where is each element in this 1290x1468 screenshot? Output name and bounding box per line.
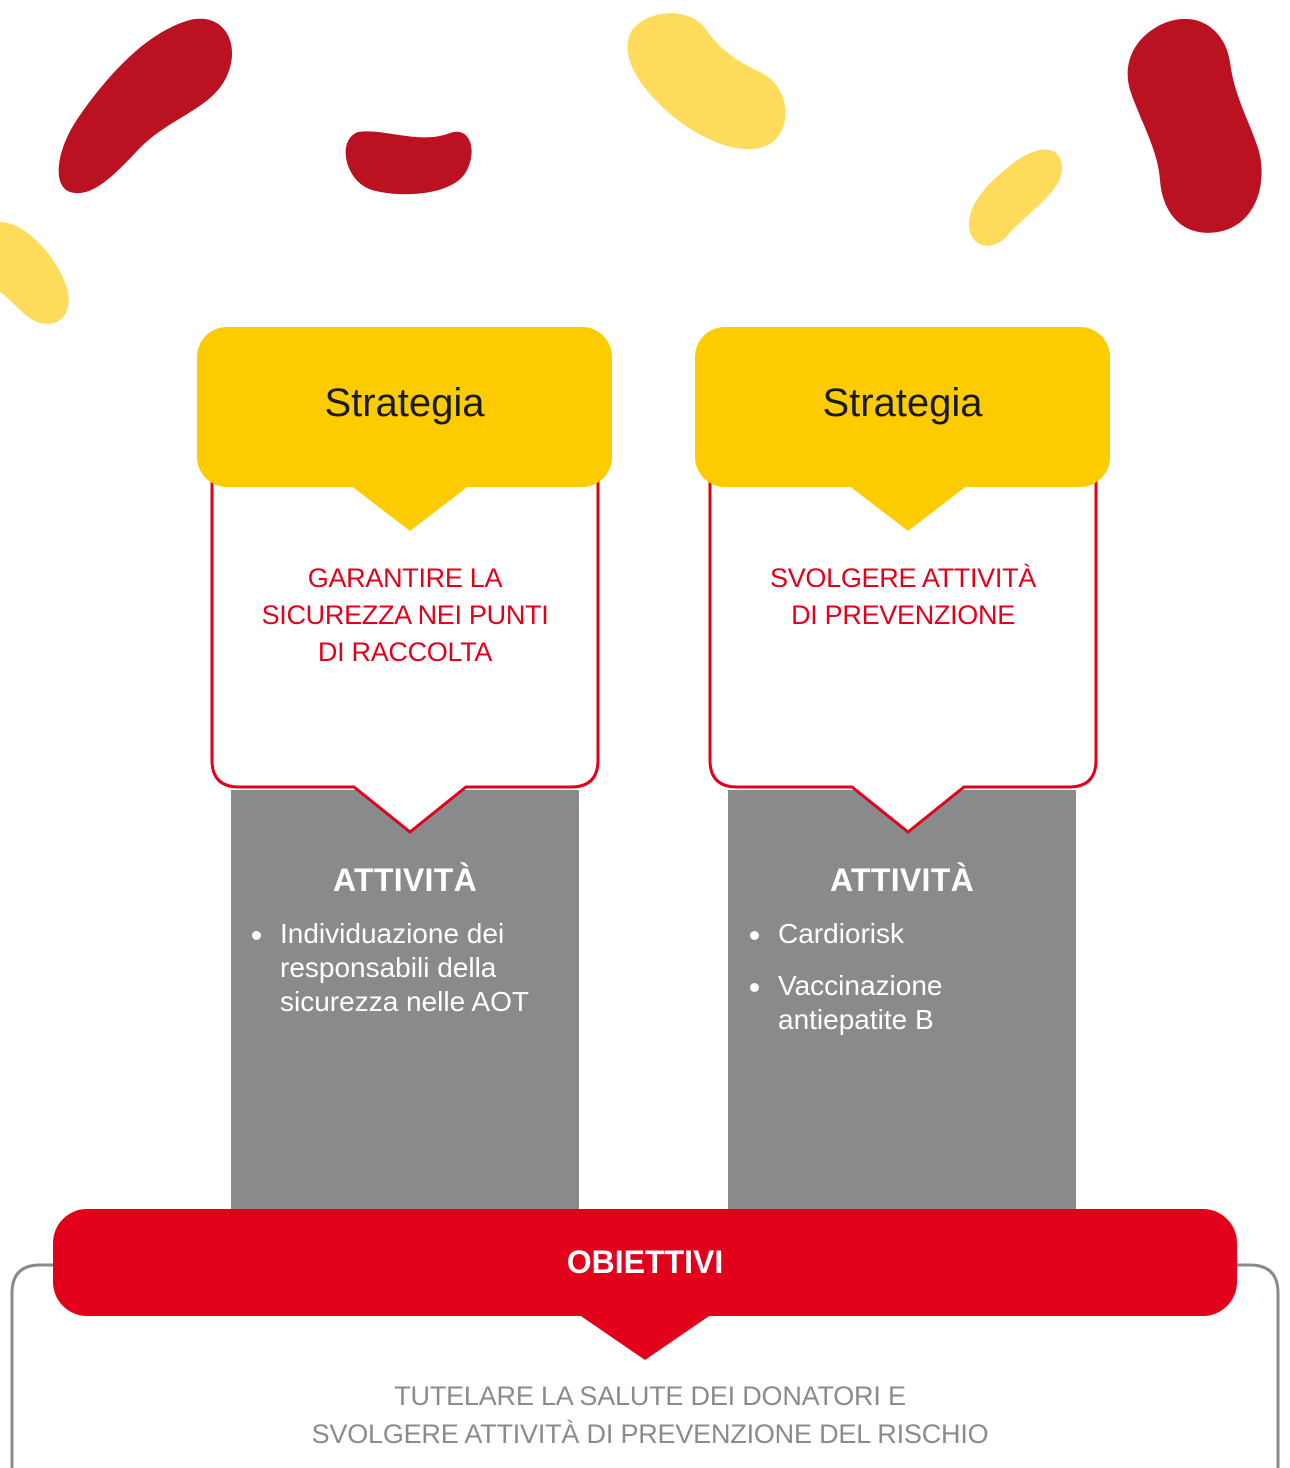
list-item: Vaccinazione antiepatite B: [731, 969, 1071, 1037]
strategy-header-label-2: Strategia: [822, 380, 983, 425]
activities-panel-2: [728, 790, 1076, 1210]
objectives-text: TUTELARE LA SALUTE DEI DONATORI E SVOLGE…: [311, 1381, 989, 1449]
red-blob-top-left: [58, 18, 233, 194]
header-pointer-2: [848, 485, 968, 531]
activities-title-2: ATTIVITÀ: [829, 862, 974, 898]
activities-panel-1: [231, 790, 579, 1210]
activities-title-1: ATTIVITÀ: [332, 862, 477, 898]
strategy-header-1: Strategia: [197, 327, 612, 487]
objectives-title-bar: OBIETTIVI: [53, 1209, 1237, 1316]
strategy-text-2: SVOLGERE ATTIVITÀ DI PREVENZIONE: [770, 563, 1036, 630]
objectives-pointer: [575, 1312, 715, 1360]
header-pointer-1: [350, 485, 470, 531]
activities-list-1: Individuazione dei responsabili della si…: [233, 917, 573, 1037]
yellow-blob-left-edge: [0, 222, 69, 324]
strategy-card-2: [708, 470, 1098, 834]
yellow-blob-top-center: [627, 13, 786, 150]
strategy-card-1: [210, 470, 600, 834]
activities-list-2: Cardiorisk Vaccinazione antiepatite B: [731, 917, 1071, 1055]
yellow-blob-small-right: [968, 149, 1063, 246]
red-blob-top-right: [1127, 18, 1262, 233]
list-item: Cardiorisk: [731, 917, 1071, 951]
objectives-title: OBIETTIVI: [566, 1244, 724, 1280]
list-item: Individuazione dei responsabili della si…: [233, 917, 573, 1019]
red-blob-small: [345, 131, 472, 195]
strategy-header-2: Strategia: [695, 327, 1110, 487]
strategy-text-1: GARANTIRE LA SICUREZZA NEI PUNTI DI RACC…: [261, 563, 549, 667]
strategy-header-label-1: Strategia: [324, 380, 485, 425]
objectives-box: [10, 1263, 1280, 1468]
